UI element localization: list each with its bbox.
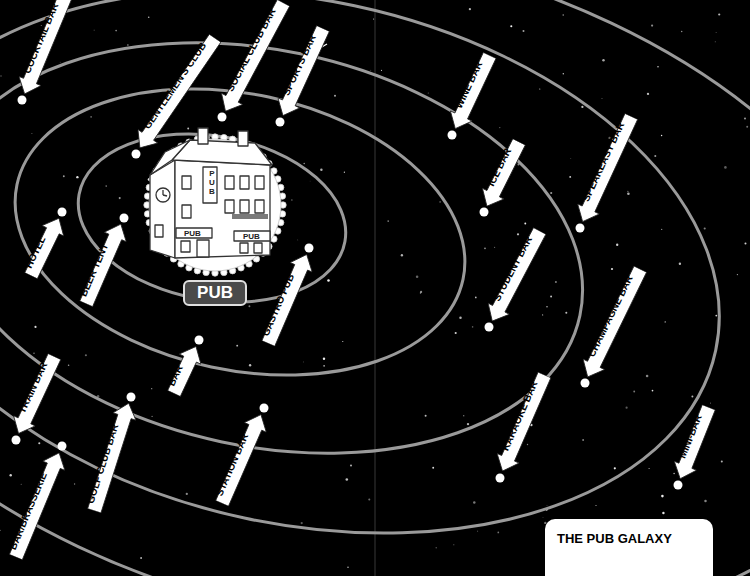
pointer-arrow: SPORTS BAR: [272, 23, 334, 120]
pointer-arrow: MINI-BAR: [669, 403, 720, 483]
pointer-arrow: STATION BAR: [211, 410, 272, 508]
pointer-arrow: GOLF CLUB BAR: [83, 400, 140, 515]
pub-sign: PUB: [184, 229, 201, 238]
pointer-arrow: TRAIN BAR: [8, 352, 66, 439]
title-panel: THE PUB GALAXY: [545, 519, 713, 576]
pub-name: PUB: [185, 282, 245, 304]
pointer-arrow: CHAMPAGNE BAR: [577, 264, 651, 382]
pointer-arrow: HOTEL: [20, 213, 70, 281]
pointer-arrow: BAR/BRASSERIE: [5, 448, 70, 562]
arrow-shape: [272, 23, 334, 120]
pointer-arrow: WINE BAR: [444, 50, 500, 134]
arrow-shape: [215, 0, 294, 116]
pointer-arrow: BEER TENT: [76, 220, 133, 309]
pub-sign: PUB: [207, 169, 217, 196]
pointer-arrow: SPEAKEASY BAR: [572, 111, 643, 226]
bar-label: GENTLEMEN'S CLUB: [141, 40, 208, 131]
page-gutter: [374, 0, 376, 576]
arrow-shape: [130, 32, 225, 155]
pointer-arrow: ICE BAR: [476, 136, 530, 211]
pub-name-plate: PUB: [183, 280, 247, 306]
pointer-arrow: GENTLEMEN'S CLUB: [130, 32, 225, 155]
arrow-shape: [482, 225, 551, 326]
arrow-shape: [492, 371, 556, 477]
pub-sign: PUB: [243, 232, 260, 241]
pointer-arrow: SOCIAL CLUB BAR: [215, 0, 294, 116]
diagram-title: THE PUB GALAXY: [545, 519, 713, 546]
arrow-shape: [577, 264, 651, 382]
arrow-shape: [572, 111, 643, 226]
arrow-shape: [163, 341, 207, 398]
arrow-shape: [20, 213, 70, 281]
pub-illustration: [144, 128, 286, 276]
bar-label: SOCIAL CLUB BAR: [224, 6, 277, 93]
pointer-arrow: COCKTAIL BAR: [14, 0, 77, 98]
pointer-arrow: STUDENT BAR: [482, 225, 551, 326]
pointer-arrow: KARAOKE BAR: [492, 371, 556, 477]
pointer-arrow: GASTRO PUB: [257, 250, 317, 349]
pointer-arrow: BAR: [163, 341, 207, 398]
